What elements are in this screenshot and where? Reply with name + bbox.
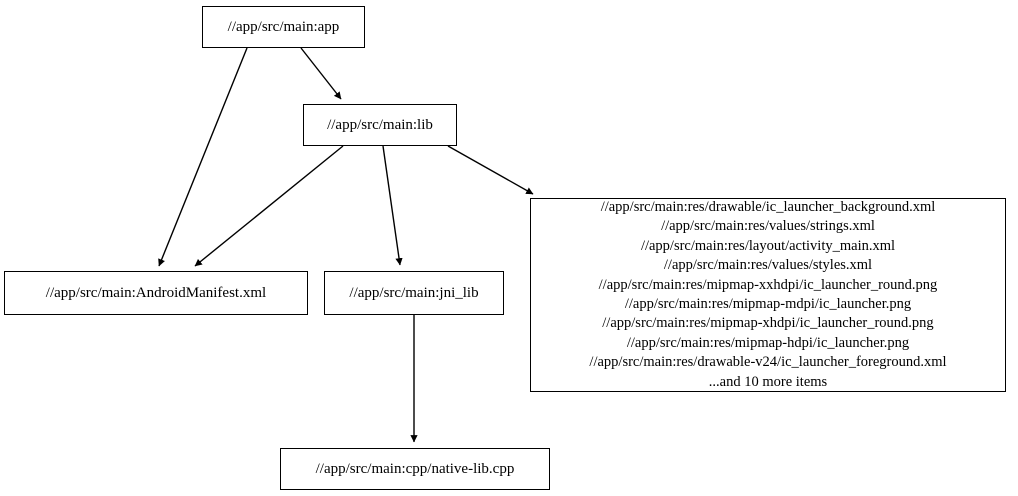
graph-node-native-lib-label: //app/src/main:cpp/native-lib.cpp <box>315 460 515 477</box>
edge-lib-to-jni-lib <box>382 145 403 266</box>
graph-node-lib-label: //app/src/main:lib <box>327 116 433 133</box>
graph-node-jni-lib[interactable]: //app/src/main:jni_lib <box>324 271 504 315</box>
graph-node-resources-label: //app/src/main:res/drawable/ic_launcher_… <box>589 198 947 390</box>
graph-node-app-label: //app/src/main:app <box>227 18 340 35</box>
graph-node-androidmanifest[interactable]: //app/src/main:AndroidManifest.xml <box>4 271 308 315</box>
graph-node-native-lib[interactable]: //app/src/main:cpp/native-lib.cpp <box>280 448 550 490</box>
graph-node-lib[interactable]: //app/src/main:lib <box>303 104 457 146</box>
edge-app-to-lib <box>300 47 342 100</box>
graph-node-androidmanifest-label: //app/src/main:AndroidManifest.xml <box>45 284 267 301</box>
edge-lib-to-resources <box>447 145 534 195</box>
edge-lib-to-androidmanifest <box>194 145 344 267</box>
graph-node-app[interactable]: //app/src/main:app <box>202 6 365 48</box>
edge-app-to-androidmanifest <box>158 47 248 267</box>
graph-node-resources[interactable]: //app/src/main:res/drawable/ic_launcher_… <box>530 198 1006 392</box>
graph-node-jni-lib-label: //app/src/main:jni_lib <box>349 284 479 301</box>
